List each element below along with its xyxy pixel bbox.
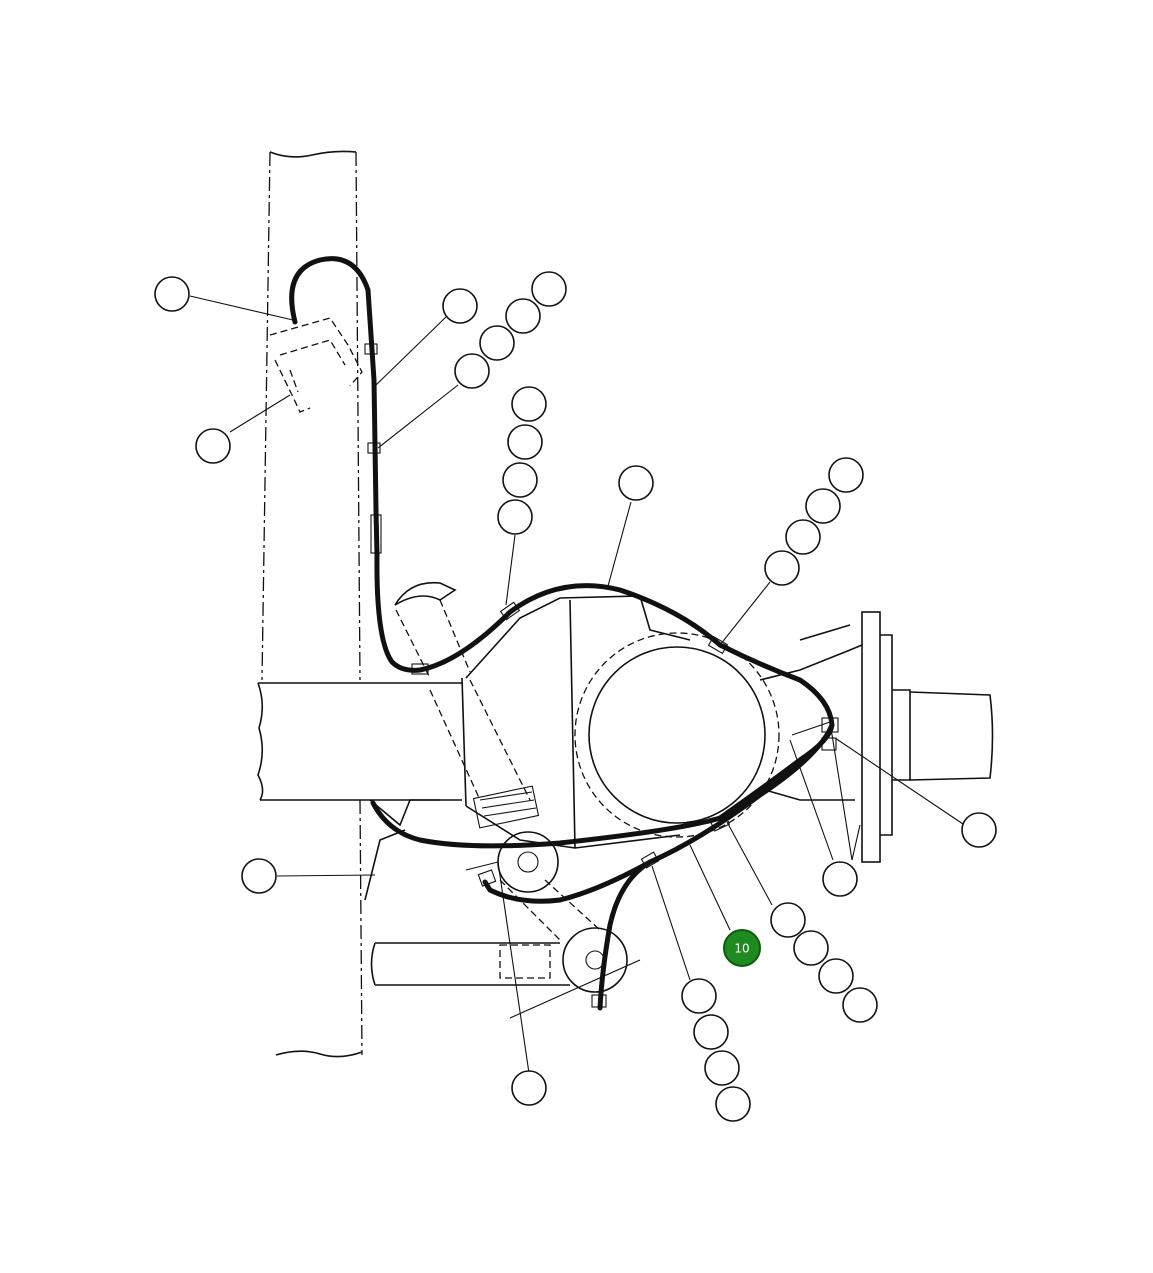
callout — [770, 902, 806, 938]
callout — [828, 457, 864, 493]
callout — [479, 325, 515, 361]
callout — [693, 1014, 729, 1050]
lower-link — [370, 831, 628, 993]
highlighted-callout-circle[interactable] — [723, 929, 761, 967]
callout — [511, 1070, 547, 1106]
callout — [531, 271, 567, 307]
callout-10-hotspot[interactable]: 10 — [723, 929, 761, 967]
callout — [618, 465, 654, 501]
frame-bracket — [364, 799, 440, 901]
hub-bracket — [465, 721, 861, 1081]
callout — [505, 298, 541, 334]
callout — [715, 1086, 751, 1122]
callout — [454, 353, 490, 389]
callout — [764, 550, 800, 586]
callout — [818, 958, 854, 994]
callout — [793, 930, 829, 966]
junction-block — [269, 317, 363, 413]
callout — [507, 424, 543, 460]
brake-hose — [289, 256, 839, 1011]
callout — [785, 519, 821, 555]
axle-tube-left — [257, 677, 467, 807]
callout — [511, 386, 547, 422]
callout — [502, 462, 538, 498]
callout — [195, 428, 231, 464]
callout — [842, 987, 878, 1023]
frame-rail — [261, 150, 363, 1058]
callout — [822, 861, 858, 897]
highlighted-callout-label: 10 — [734, 942, 749, 956]
callout-circles — [154, 271, 997, 1122]
callout — [704, 1050, 740, 1086]
callout — [681, 978, 717, 1014]
differential-housing — [465, 595, 863, 849]
wheel-hub — [861, 611, 994, 863]
callout — [961, 812, 997, 848]
callout — [442, 288, 478, 324]
callout — [241, 858, 277, 894]
leader-lines — [189, 295, 964, 981]
callout — [497, 499, 533, 535]
control-arm-upper — [394, 581, 540, 829]
callout — [154, 276, 190, 312]
callout — [805, 488, 841, 524]
